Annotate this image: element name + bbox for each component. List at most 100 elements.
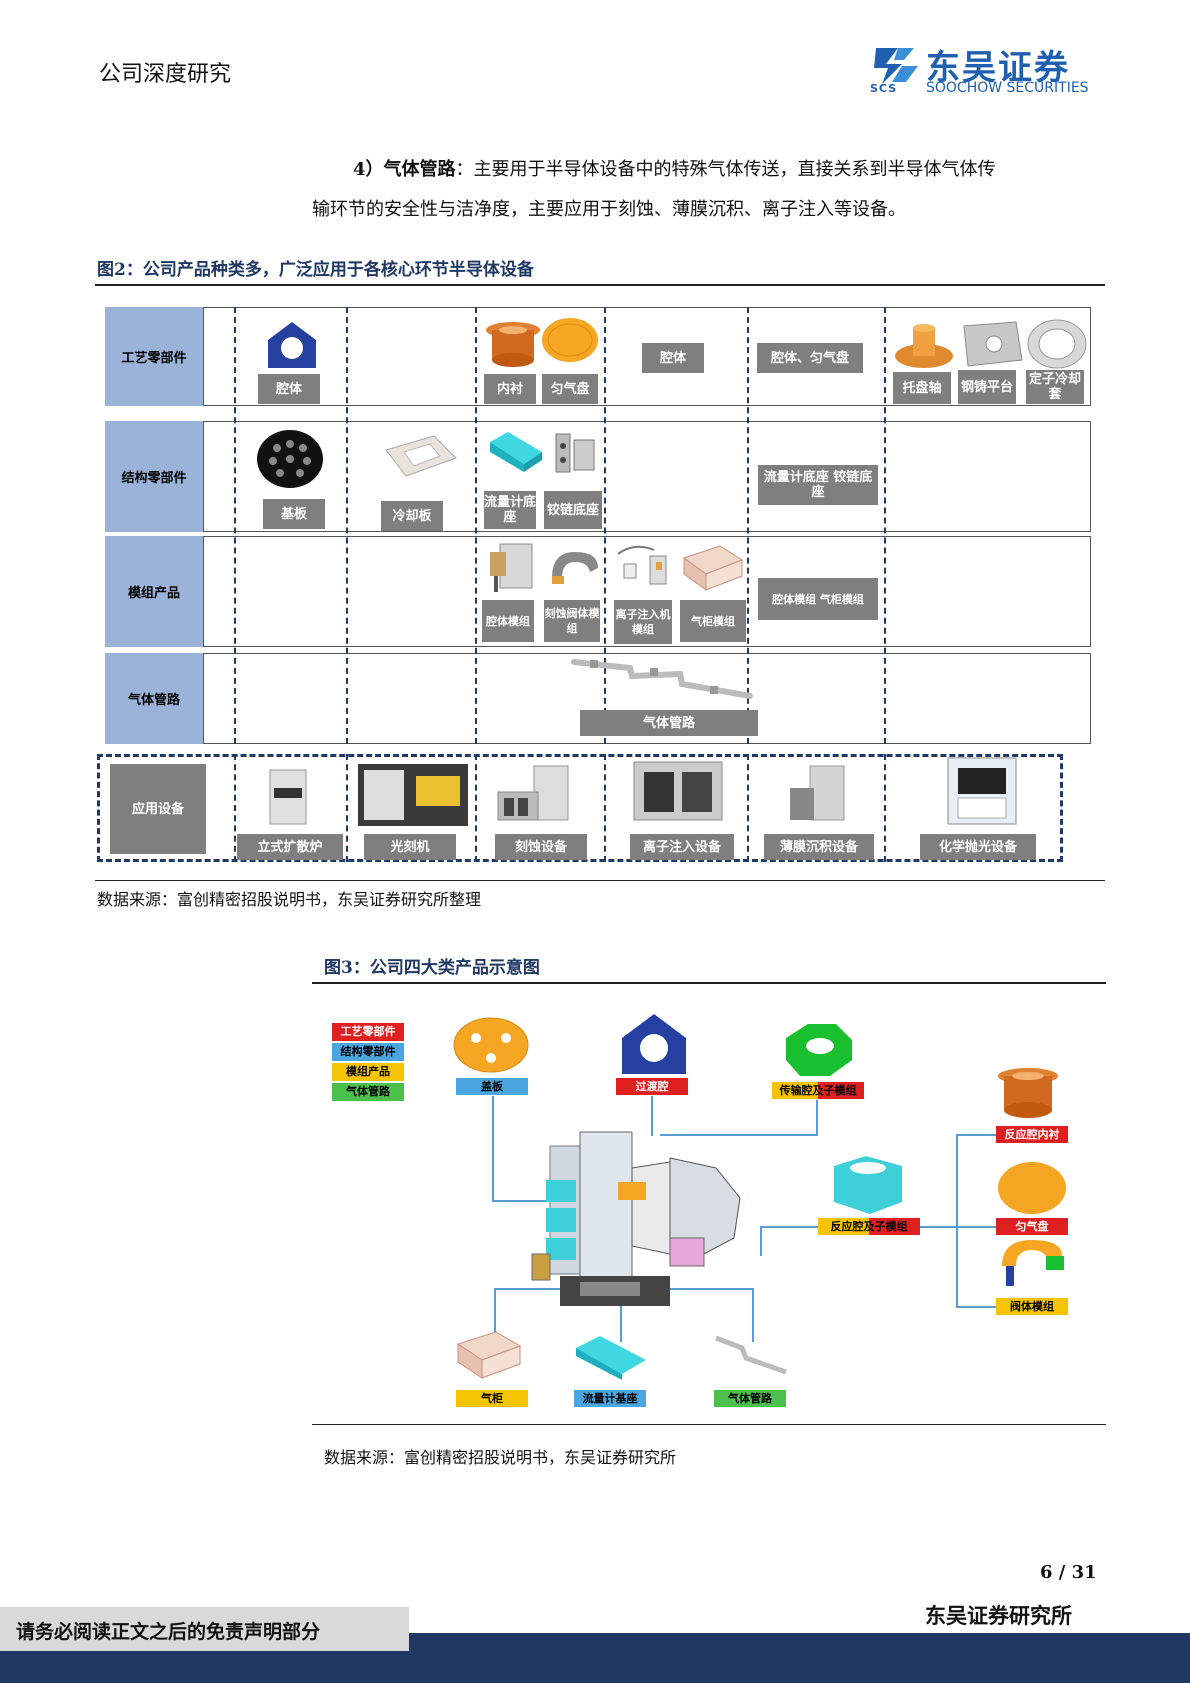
disclaimer-box [0, 1607, 409, 1651]
disclaimer-text: 请务必阅读正文之后的免责声明部分 [16, 1621, 321, 1643]
tag-transport-chamber: 传输腔及子模组 [772, 1082, 864, 1099]
label-gas-cabinet-module: 气柜模组 [680, 600, 746, 642]
label-etch-equipment: 刻蚀设备 [495, 834, 587, 860]
hinge-base-image [555, 433, 595, 473]
thin-film-equipment-image [790, 765, 845, 821]
label-stator-jacket: 定子冷却套 [1026, 370, 1084, 404]
label-cmp-equipment: 化学抛光设备 [920, 834, 1036, 860]
label-flowmeter-base: 流量计底座 [484, 491, 536, 529]
tag-reaction-chamber: 反应腔及子模组 [818, 1218, 920, 1235]
legend-module: 模组产品 [332, 1063, 404, 1081]
label-ion-implant-equipment: 离子注入设备 [630, 834, 734, 860]
label-chamber: 腔体 [258, 374, 320, 404]
row-box-process [203, 307, 1091, 406]
row-box-module [203, 536, 1091, 647]
figure2-title: 图2：公司产品种类多，广泛应用于各核心环节半导体设备 [97, 260, 534, 280]
cover-plate-image [453, 1017, 529, 1073]
connector-line [816, 1100, 818, 1136]
ion-implant-equipment-image [633, 761, 723, 821]
flowmeter-base-fig3-image [576, 1336, 646, 1380]
label-flowmeter-hinge: 流量计底座 铰链底座 [758, 465, 878, 505]
valve-module-image [1002, 1240, 1064, 1286]
tag-flowmeter-base: 流量计基座 [574, 1390, 646, 1407]
row-header-structure: 结构零部件 [105, 421, 203, 532]
figure2-title-rule [95, 284, 1105, 286]
row-header-equipment: 应用设备 [110, 764, 206, 854]
equipment-divider [604, 754, 606, 862]
label-cooling-plate: 冷却板 [381, 501, 443, 531]
row-box-gas [203, 653, 1091, 744]
tag-gas-pipe: 气体管路 [714, 1390, 786, 1407]
row-box-structure [203, 421, 1091, 532]
label-etch-valve-module: 刻蚀阀体模组 [544, 600, 600, 642]
logo-mark-text: SCS [870, 82, 898, 95]
equipment-divider [234, 754, 236, 862]
label-shower-head: 匀气盘 [542, 374, 598, 404]
label-chamber-gas-module: 腔体模组 气柜模组 [758, 578, 878, 620]
reactor-liner-image [998, 1068, 1058, 1118]
label-tray-shaft: 托盘轴 [893, 372, 951, 404]
logo-chinese: 东吴证券 [926, 48, 1070, 88]
connector-line [956, 1226, 998, 1228]
figure3-title: 图3：公司四大类产品示意图 [324, 958, 540, 978]
label-lithography: 光刻机 [364, 834, 456, 860]
label-diffusion-furnace: 立式扩散炉 [237, 834, 343, 860]
label-gas-pipe: 气体管路 [580, 710, 758, 736]
legend-structure: 结构零部件 [332, 1043, 404, 1061]
tag-cover-plate: 盖板 [456, 1078, 528, 1095]
chamber-part-image [268, 322, 316, 368]
company-logo: SCS 东吴证券 SOOCHOW SECURITIES [868, 42, 1103, 98]
logo-mark-icon [874, 48, 918, 84]
equipment-divider [475, 754, 477, 862]
label-chamber-2: 腔体 [642, 343, 704, 373]
column-divider [346, 307, 348, 744]
row-header-process: 工艺零部件 [105, 307, 203, 406]
legend-process: 工艺零部件 [332, 1023, 404, 1041]
row-header-module: 模组产品 [105, 536, 203, 647]
connector-line [620, 1288, 622, 1342]
equipment-assembly-image [531, 1131, 741, 1306]
gas-pipe-fig3-image [715, 1335, 787, 1375]
label-chamber-module: 腔体模组 [482, 600, 534, 642]
footer-company: 东吴证券研究所 [925, 1603, 1072, 1628]
shower-head-part-image [542, 318, 598, 362]
body-line2: 输环节的安全性与洁净度，主要应用于刻蚀、薄膜沉积、离子注入等设备。 [312, 199, 906, 220]
gas-cabinet-module-image [682, 545, 744, 591]
equipment-divider [884, 754, 886, 862]
column-divider [884, 307, 886, 744]
equipment-row-box [97, 754, 1063, 862]
substrate-image [257, 430, 323, 488]
connector-line [492, 1200, 570, 1202]
body-paragraph: 4）气体管路：主要用于半导体设备中的特殊气体传送，直接关系到半导体气体传 [353, 150, 1113, 190]
label-substrate: 基板 [263, 499, 325, 529]
shower-head-image [998, 1162, 1066, 1214]
gas-cabinet-image [456, 1331, 522, 1379]
liner-part-image [486, 322, 540, 367]
label-liner: 内衬 [484, 374, 536, 404]
label-ion-implanter-module: 离子注入机模组 [614, 600, 672, 644]
connector-line [651, 1096, 653, 1136]
header-section-title: 公司深度研究 [99, 62, 232, 87]
connector-line [920, 1226, 958, 1228]
diffusion-furnace-image [269, 769, 307, 825]
equipment-divider [346, 754, 348, 862]
equipment-divider [747, 754, 749, 862]
figure3-bottom-rule [312, 1424, 1106, 1425]
connector-line [492, 1096, 494, 1202]
figure3-source: 数据来源：富创精密招股说明书，东吴证券研究所 [324, 1448, 677, 1467]
transfer-chamber-image [622, 1014, 686, 1074]
connector-line [956, 1134, 998, 1136]
tray-shaft-part-image [895, 324, 953, 368]
etch-valve-module-image [552, 552, 598, 584]
tag-transfer-chamber: 过渡腔 [616, 1078, 688, 1095]
body-line1: ：主要用于半导体设备中的特殊气体传送，直接关系到半导体气体传 [455, 159, 996, 180]
connector-line [752, 1288, 754, 1342]
connector-line [760, 1226, 762, 1256]
legend-gas: 气体管路 [332, 1083, 404, 1101]
gas-pipe-image [571, 659, 753, 699]
etch-equipment-image [497, 765, 569, 821]
connector-line [660, 1134, 818, 1136]
label-chamber-shower: 腔体、匀气盘 [757, 343, 863, 373]
connector-line [760, 1226, 820, 1228]
column-divider [234, 307, 236, 744]
